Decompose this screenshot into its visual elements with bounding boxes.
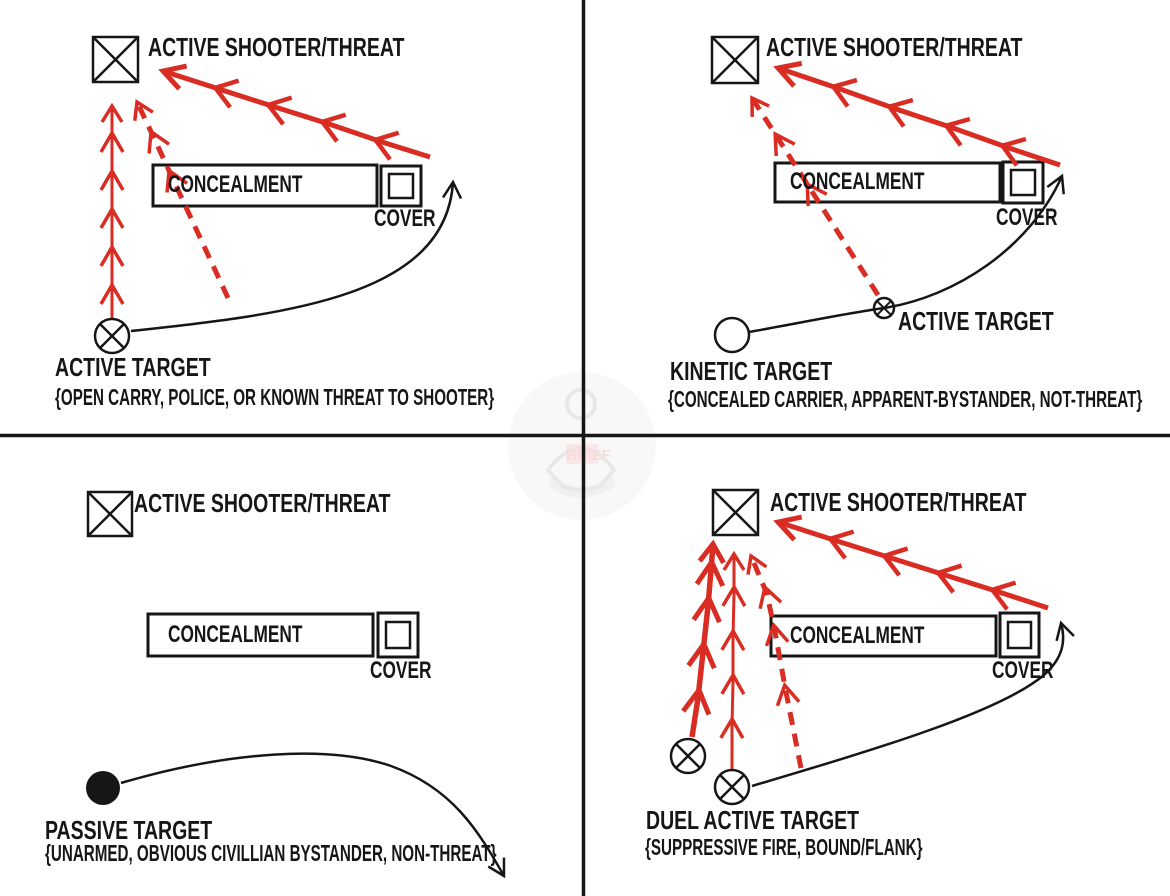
br-suppressive-fire-line bbox=[681, 539, 726, 738]
tl-engagement-fire-line bbox=[158, 63, 431, 161]
tr-engagement-fire-line bbox=[773, 60, 1061, 168]
bl-target-detail: {UNARMED, OBVIOUS CIVILLIAN BYSTANDER, N… bbox=[45, 840, 497, 866]
tl-shooter-label: ACTIVE SHOOTER/THREAT bbox=[148, 32, 405, 62]
tl-target-detail: {OPEN CARRY, POLICE, OR KNOWN THREAT TO … bbox=[55, 384, 495, 410]
tl-cover-label: COVER bbox=[374, 205, 436, 232]
quadrant-top-left bbox=[91, 35, 463, 355]
tr-cover-symbol bbox=[1001, 160, 1045, 205]
watermark-text: BRIEF bbox=[566, 447, 611, 464]
tr-concealed-advance-dashed-line bbox=[749, 95, 881, 297]
tr-target-detail: {CONCEALED CARRIER, APPARENT-BYSTANDER, … bbox=[668, 386, 1143, 412]
bl-target-name: PASSIVE TARGET bbox=[45, 815, 213, 845]
tl-flank-route-arrow bbox=[130, 179, 463, 333]
bl-shooter-label: ACTIVE SHOOTER/THREAT bbox=[134, 488, 391, 518]
tr-flank-route-arrow bbox=[748, 173, 1065, 334]
tr-midpoint-target-label: ACTIVE TARGET bbox=[898, 306, 1054, 336]
quadrant-top-right bbox=[710, 35, 1065, 354]
tr-concealment-label: CONCEALMENT bbox=[790, 168, 925, 195]
tl-concealment-label: CONCEALMENT bbox=[168, 171, 303, 198]
br-active-shooter-symbol bbox=[711, 488, 760, 537]
quadrant-bottom-right bbox=[669, 488, 1075, 806]
bl-active-shooter-symbol bbox=[86, 490, 134, 538]
br-target-detail: {SUPPRESSIVE FIRE, BOUND/FLANK} bbox=[645, 834, 923, 860]
bl-egress-route-arrow bbox=[120, 752, 506, 879]
bl-cover-symbol bbox=[376, 611, 420, 659]
tl-cover-symbol bbox=[379, 164, 423, 208]
tr-shooter-label: ACTIVE SHOOTER/THREAT bbox=[766, 32, 1023, 62]
br-cover-symbol bbox=[998, 611, 1041, 659]
br-concealed-advance-dashed-line bbox=[746, 552, 804, 769]
bl-passive-target-symbol bbox=[86, 771, 120, 805]
br-flank-route-arrow bbox=[751, 620, 1075, 788]
bl-concealment-box bbox=[146, 612, 375, 658]
tr-cover-label: COVER bbox=[996, 204, 1058, 231]
br-active-target-symbol-right bbox=[713, 768, 751, 806]
br-target-name: DUEL ACTIVE TARGET bbox=[646, 805, 860, 835]
tr-kinetic-target-symbol bbox=[713, 316, 751, 354]
tl-active-shooter-symbol bbox=[91, 35, 140, 84]
tl-target-name: ACTIVE TARGET bbox=[55, 352, 211, 382]
br-engagement-fire-line bbox=[773, 514, 1049, 611]
quadrant-bottom-left bbox=[86, 490, 506, 879]
br-shooter-label: ACTIVE SHOOTER/THREAT bbox=[770, 487, 1027, 517]
tr-active-shooter-symbol bbox=[710, 35, 760, 85]
tl-concealed-advance-dashed-line bbox=[133, 99, 231, 300]
tl-active-target-symbol bbox=[93, 317, 131, 355]
bl-cover-label: COVER bbox=[370, 657, 432, 684]
br-bound-advance-line bbox=[719, 550, 747, 769]
br-active-target-symbol-left bbox=[669, 737, 707, 775]
tr-target-name: KINETIC TARGET bbox=[670, 356, 833, 386]
tr-active-target-symbol bbox=[872, 296, 896, 320]
br-cover-label: COVER bbox=[992, 657, 1054, 684]
bl-concealment-label: CONCEALMENT bbox=[168, 621, 303, 648]
br-concealment-label: CONCEALMENT bbox=[790, 622, 925, 649]
